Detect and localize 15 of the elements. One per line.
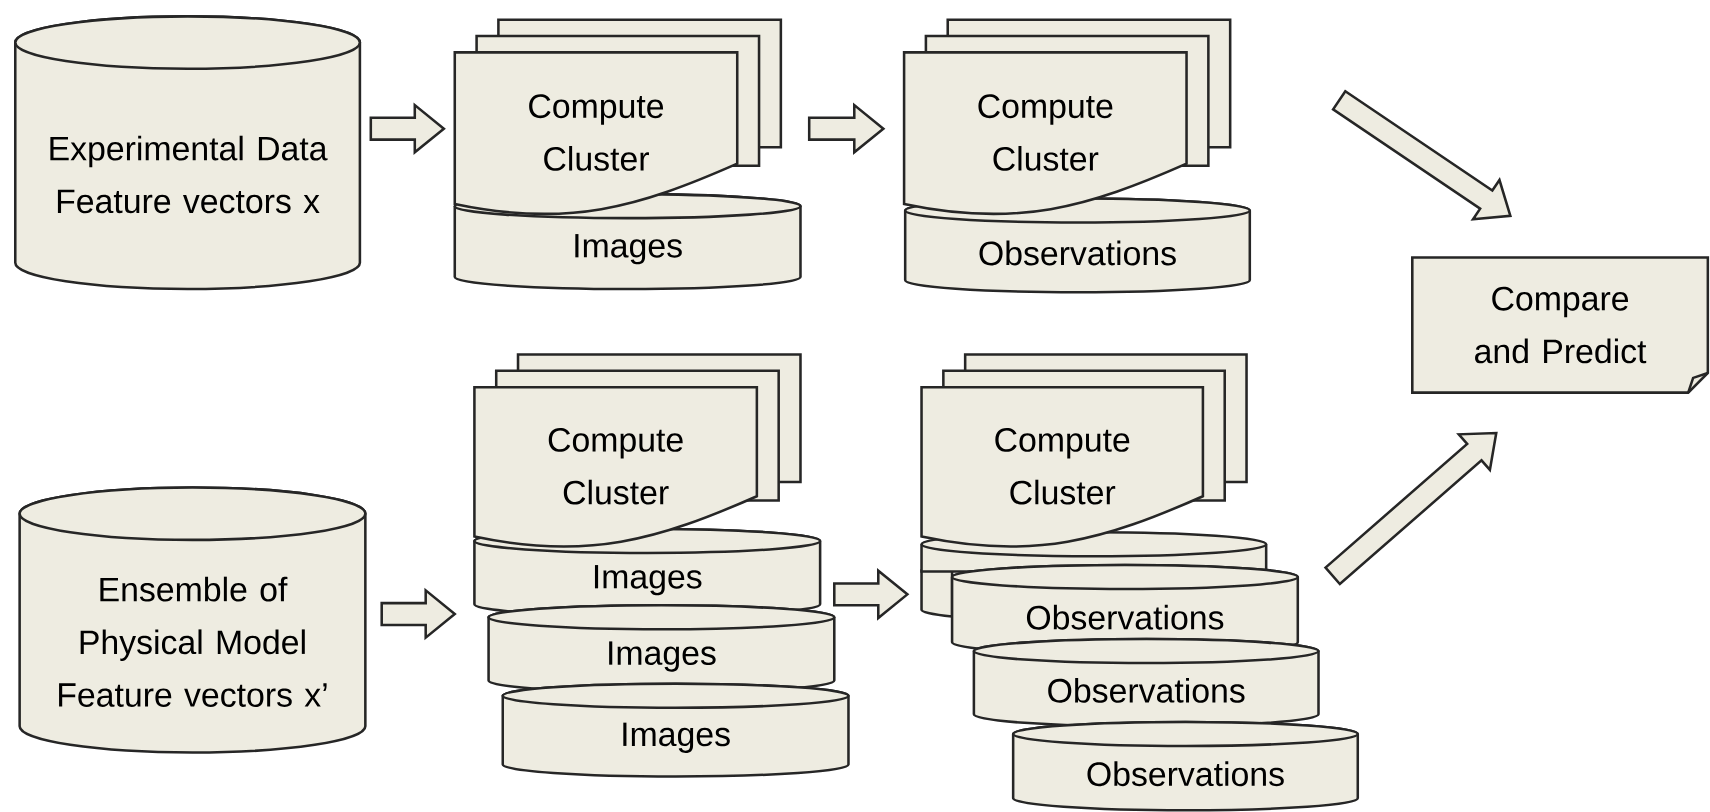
note-box: Compare and Predict: [1411, 255, 1710, 394]
document-stack: Compute Cluster: [902, 18, 1232, 215]
block-arrow: [1331, 89, 1512, 221]
database-cylinder: Ensemble of Physical Model Feature vectors x’: [18, 486, 367, 754]
document-stack: Compute Cluster: [453, 18, 783, 215]
database-cylinder: Observations: [1011, 720, 1360, 812]
block-arrow: [369, 102, 446, 155]
block-arrow: [380, 587, 457, 641]
block-arrow: [833, 567, 910, 621]
document-stack: Compute Cluster: [473, 352, 802, 548]
database-cylinder: Observations: [903, 197, 1252, 294]
block-arrow: [807, 102, 886, 155]
database-cylinder: Images: [501, 682, 850, 778]
document-stack: Compute Cluster: [920, 352, 1248, 548]
database-cylinder: Experimental Data Feature vectors x: [14, 14, 362, 291]
